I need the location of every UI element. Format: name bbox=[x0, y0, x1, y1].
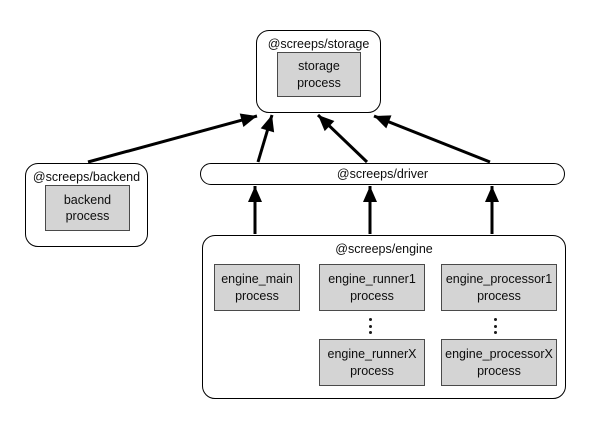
arrow-backend-to-storage bbox=[87, 113, 258, 164]
node-storage: @screeps/storage storage process bbox=[256, 30, 381, 113]
node-driver-title: @screeps/driver bbox=[336, 167, 429, 181]
ellipsis-runner-icon bbox=[368, 318, 372, 334]
engine-processorX-process-box: engine_processorX process bbox=[441, 339, 557, 386]
engine-main-process-box: engine_main process bbox=[214, 264, 300, 311]
arrow-driver-to-storage-left bbox=[256, 114, 275, 163]
node-backend-title: @screeps/backend bbox=[32, 170, 141, 184]
ellipsis-processor-icon bbox=[493, 318, 497, 334]
engine-runnerX-process-box: engine_runnerX process bbox=[319, 339, 425, 386]
node-driver: @screeps/driver bbox=[200, 163, 565, 185]
node-engine: @screeps/engine engine_main process engi… bbox=[202, 235, 566, 399]
node-engine-title: @screeps/engine bbox=[335, 242, 433, 256]
backend-process-box: backend process bbox=[45, 185, 130, 231]
node-backend: @screeps/backend backend process bbox=[25, 163, 148, 247]
node-storage-title: @screeps/storage bbox=[267, 37, 370, 51]
arrow-driver-to-storage-right bbox=[373, 114, 491, 164]
engine-processor1-process-box: engine_processor1 process bbox=[441, 264, 557, 311]
storage-process-box: storage process bbox=[277, 52, 361, 97]
engine-runner1-process-box: engine_runner1 process bbox=[319, 264, 425, 311]
arrow-driver-to-storage-middle bbox=[316, 113, 369, 164]
